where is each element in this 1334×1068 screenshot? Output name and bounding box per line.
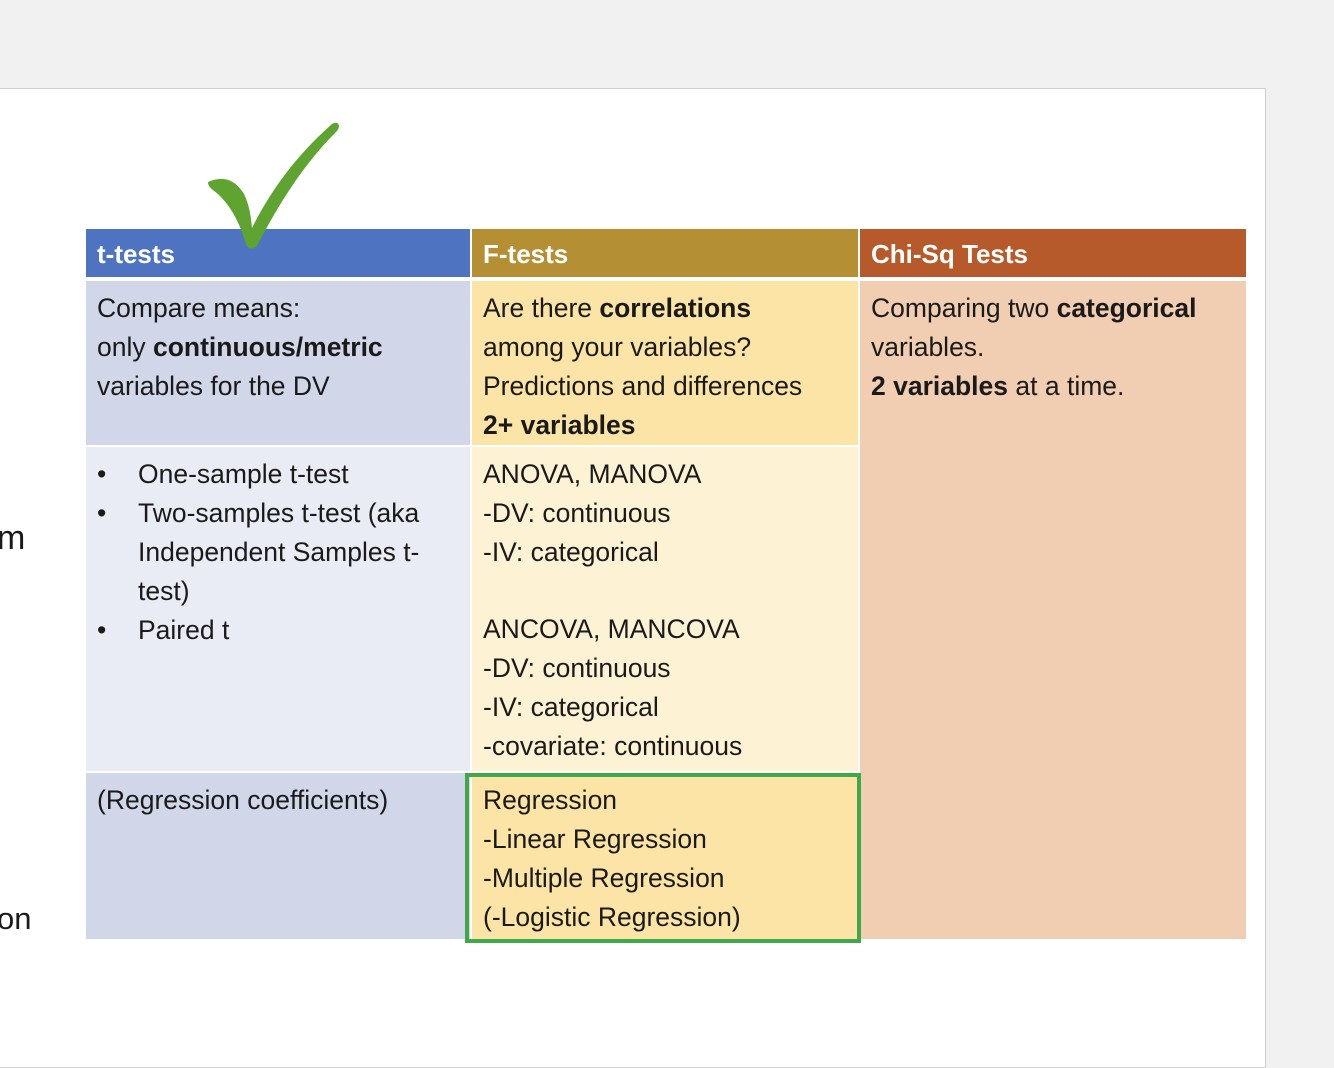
text-line: ANOVA, MANOVA bbox=[483, 459, 702, 489]
text-run: Are there bbox=[483, 293, 600, 323]
text-run-bold: correlations bbox=[599, 293, 752, 323]
text-line: among your variables? bbox=[483, 332, 752, 362]
f-tests-description: Are there correlations among your variab… bbox=[472, 281, 858, 445]
spacer bbox=[483, 572, 847, 610]
checkmark-icon bbox=[208, 122, 339, 249]
text-run: at a time. bbox=[1008, 371, 1125, 401]
text-run: only bbox=[97, 332, 153, 362]
text-run: Comparing two bbox=[871, 293, 1057, 323]
text-line: -DV: continuous bbox=[483, 653, 671, 683]
text-line: -covariate: continuous bbox=[483, 731, 743, 761]
list-item: Paired t bbox=[97, 611, 459, 650]
text-line-bold: 2+ variables bbox=[483, 410, 636, 440]
text-line: Paired t bbox=[138, 615, 230, 645]
header-chi-sq-tests: Chi-Sq Tests bbox=[860, 229, 1246, 277]
text-line: only continuous/metric bbox=[97, 328, 459, 367]
text-line: Independent Samples t- bbox=[138, 537, 420, 567]
text-line: Predictions and differences bbox=[483, 371, 803, 401]
f-tests-list: ANOVA, MANOVA -DV: continuous -IV: categ… bbox=[472, 447, 858, 771]
text-line: (Regression coefficients) bbox=[97, 785, 389, 815]
text-run-bold: categorical bbox=[1056, 293, 1197, 323]
t-tests-regression: (Regression coefficients) bbox=[86, 773, 470, 939]
text-line: variables for the DV bbox=[97, 371, 330, 401]
list-item: Two-samples t-test (aka Independent Samp… bbox=[97, 494, 459, 611]
text-line: ANCOVA, MANCOVA bbox=[483, 614, 740, 644]
text-line: Compare means: bbox=[97, 293, 301, 323]
t-tests-list: One-sample t-test Two-samples t-test (ak… bbox=[86, 447, 470, 771]
chi-sq-description: Comparing two categorical variables. 2 v… bbox=[860, 281, 1246, 939]
text-line: test) bbox=[138, 576, 190, 606]
clipped-text-fragment: m bbox=[0, 519, 26, 557]
header-f-tests: F-tests bbox=[472, 229, 858, 277]
text-line: Regression bbox=[483, 785, 618, 815]
text-line: -Multiple Regression bbox=[483, 863, 725, 893]
text-run-bold: continuous/metric bbox=[152, 332, 383, 362]
clipped-text-fragment: on bbox=[0, 901, 32, 936]
statistical-tests-table: t-tests F-tests Chi-Sq Tests Compare mea… bbox=[86, 229, 1246, 943]
text-line: One-sample t-test bbox=[138, 459, 349, 489]
text-line: -DV: continuous bbox=[483, 498, 671, 528]
f-tests-regression: Regression -Linear Regression -Multiple … bbox=[472, 773, 858, 939]
text-run-bold: 2 variables bbox=[871, 371, 1009, 401]
list-item: One-sample t-test bbox=[97, 455, 459, 494]
text-line: Two-samples t-test (aka bbox=[138, 498, 420, 528]
text-line: (-Logistic Regression) bbox=[483, 902, 741, 932]
bullet-list: One-sample t-test Two-samples t-test (ak… bbox=[97, 455, 459, 650]
header-t-tests: t-tests bbox=[86, 229, 470, 277]
text-line: -Linear Regression bbox=[483, 824, 707, 854]
text-line: Are there correlations bbox=[483, 289, 847, 328]
t-tests-description: Compare means: only continuous/metric va… bbox=[86, 281, 470, 445]
text-line: Comparing two categorical bbox=[871, 289, 1235, 328]
text-line: -IV: categorical bbox=[483, 537, 659, 567]
text-line: -IV: categorical bbox=[483, 692, 659, 722]
text-line: 2 variables at a time. bbox=[871, 367, 1235, 406]
regression-highlight-box bbox=[465, 773, 861, 943]
text-line: variables. bbox=[871, 332, 985, 362]
